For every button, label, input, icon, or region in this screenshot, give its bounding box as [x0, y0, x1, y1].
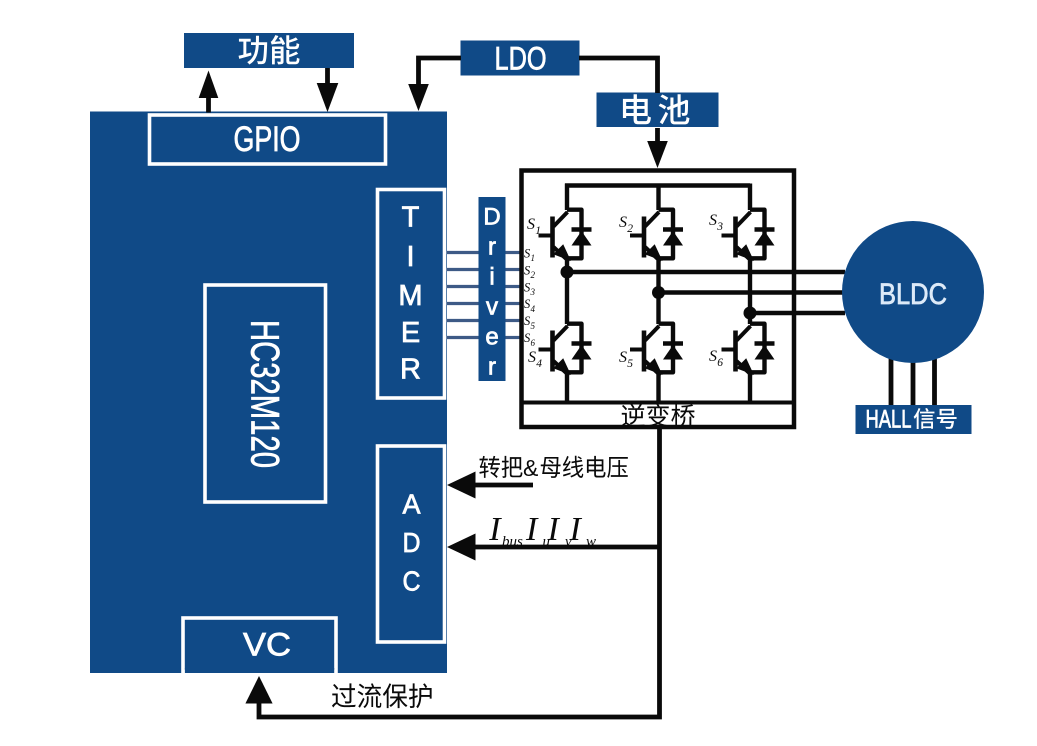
svg-text:S: S — [709, 212, 717, 229]
svg-text:S: S — [709, 348, 717, 365]
svg-text:S: S — [619, 214, 627, 231]
svg-text:VC: VC — [243, 627, 291, 663]
svg-text:D: D — [483, 204, 500, 231]
svg-text:4: 4 — [536, 358, 542, 370]
svg-text:3: 3 — [716, 221, 723, 233]
svg-text:1: 1 — [535, 225, 541, 237]
svg-text:T: T — [402, 202, 420, 234]
svg-text:4: 4 — [531, 304, 536, 314]
svg-text:i: i — [489, 264, 494, 291]
svg-text:D: D — [403, 527, 421, 558]
svg-text:R: R — [400, 354, 421, 386]
svg-text:w: w — [586, 534, 596, 550]
svg-text:3: 3 — [530, 287, 536, 297]
svg-text:1: 1 — [531, 253, 536, 263]
svg-text:v: v — [565, 534, 572, 550]
svg-text:e: e — [485, 324, 498, 351]
svg-text:LDO: LDO — [495, 41, 547, 77]
svg-text:r: r — [488, 354, 496, 381]
svg-text:I: I — [525, 511, 539, 548]
svg-text:I: I — [406, 241, 414, 273]
svg-text:A: A — [403, 489, 421, 520]
svg-text:S: S — [524, 314, 531, 328]
svg-text:HALL: HALL — [866, 406, 912, 434]
svg-text:S: S — [524, 263, 531, 277]
svg-text:u: u — [543, 534, 551, 550]
svg-text:S: S — [524, 331, 531, 345]
svg-text:v: v — [486, 294, 498, 321]
svg-text:E: E — [401, 317, 420, 349]
svg-text:I: I — [547, 511, 561, 548]
svg-text:M: M — [398, 280, 422, 312]
svg-text:BLDC: BLDC — [879, 278, 947, 311]
svg-text:S: S — [528, 349, 536, 366]
svg-text:S: S — [619, 349, 627, 366]
svg-text:HC32M120: HC32M120 — [243, 320, 287, 468]
svg-text:I: I — [569, 511, 583, 548]
svg-text:r: r — [488, 234, 496, 261]
svg-text:GPIO: GPIO — [234, 120, 301, 159]
svg-text:6: 6 — [717, 357, 723, 369]
svg-text:S: S — [524, 247, 531, 261]
svg-text:6: 6 — [531, 338, 536, 348]
svg-text:S: S — [524, 280, 531, 294]
svg-text:&: & — [523, 455, 538, 481]
svg-text:C: C — [403, 566, 421, 597]
svg-text:S: S — [524, 297, 531, 311]
svg-text:2: 2 — [531, 270, 536, 280]
svg-text:I: I — [488, 511, 502, 548]
svg-text:5: 5 — [531, 321, 536, 331]
svg-text:2: 2 — [627, 223, 633, 235]
svg-text:5: 5 — [627, 358, 633, 370]
svg-text:S: S — [527, 216, 535, 233]
svg-text:bus: bus — [502, 534, 523, 550]
